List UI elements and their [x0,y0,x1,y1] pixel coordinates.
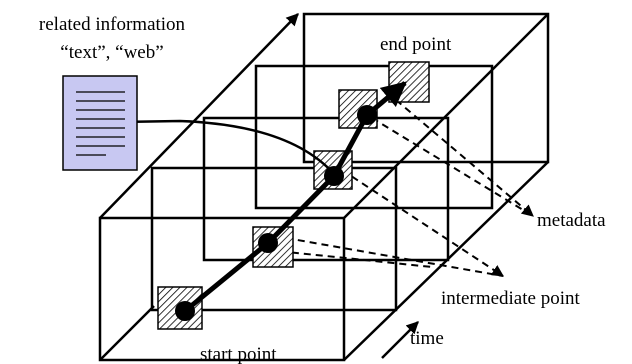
time-label: time [410,328,444,349]
frame-1 [98,216,346,362]
trajectory-point-2 [258,233,278,253]
trajectory-point-start [175,301,195,321]
metadata-lines [267,99,534,277]
frame-5 [302,12,550,164]
key-frame-markers [157,61,430,330]
frame-4 [254,64,494,210]
video-frames [98,12,550,362]
start-point-label: start point [200,344,277,364]
trajectory-point-4 [357,105,377,125]
related-info-link [113,115,335,175]
end-point-label: end point [380,34,452,55]
related-info-label-line2: “text”, “web” [60,42,163,63]
trajectory-point-3 [324,166,344,186]
object-trajectory [175,81,407,321]
related-info-label-line1: related information [39,14,186,35]
time-arrow [381,321,419,359]
intermediate-point-label: intermediate point [441,288,580,309]
perspective-lines [99,13,549,361]
frame-3 [202,116,450,262]
text-document-icon [62,75,138,171]
metadata-label: metadata [537,210,606,231]
end-point-marker [388,61,430,103]
frame-2 [150,166,398,312]
